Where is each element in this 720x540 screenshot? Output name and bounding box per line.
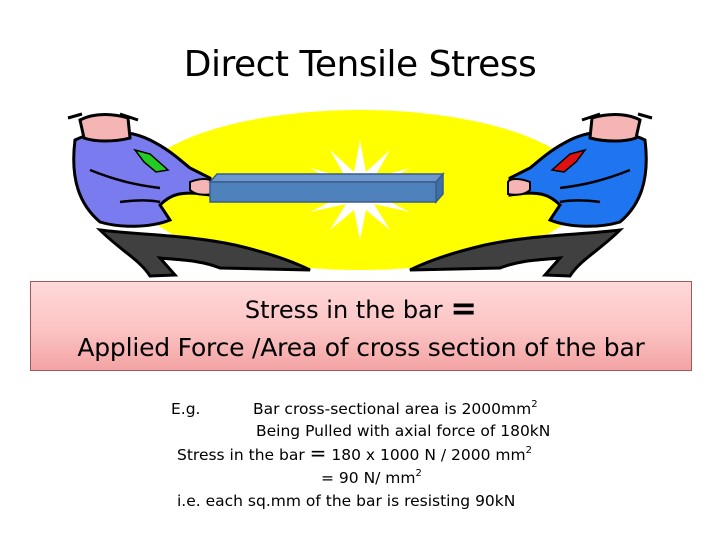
example-label: E.g.	[171, 400, 201, 418]
example-line-5: i.e. each sq.mm of the bar is resisting …	[177, 492, 516, 510]
formula-line-1: Stress in the bar =	[31, 292, 691, 324]
right-man-figure	[409, 112, 653, 278]
example-line-4: = 90 N/ mm2	[321, 468, 422, 488]
example-line-4-text: = 90 N/ mm	[321, 469, 416, 487]
superscript: 2	[415, 468, 422, 479]
equals-symbol: =	[450, 289, 478, 327]
superscript: 2	[531, 399, 538, 410]
example-line-1-text: Bar cross-sectional area is 2000mm	[253, 400, 532, 418]
formula-box: Stress in the bar = Applied Force /Area …	[30, 281, 692, 371]
slide-title: Direct Tensile Stress	[183, 44, 537, 85]
example-line-2: Being Pulled with axial force of 180kN	[256, 422, 551, 440]
superscript: 2	[525, 445, 532, 456]
steel-bar-icon	[208, 172, 445, 204]
example-line-3: Stress in the bar = 180 x 1000 N / 2000 …	[177, 443, 532, 464]
equals-symbol: =	[309, 441, 327, 465]
example-line-3-text: 180 x 1000 N / 2000 mm	[331, 446, 526, 464]
example-line-1: Bar cross-sectional area is 2000mm2	[253, 399, 538, 419]
formula-line-2: Applied Force /Area of cross section of …	[77, 333, 645, 362]
formula-line-1-text: Stress in the bar	[244, 296, 443, 324]
left-man-figure	[67, 112, 311, 278]
example-line-3-prefix: Stress in the bar	[177, 446, 305, 464]
tug-of-war-illustration	[67, 110, 653, 278]
